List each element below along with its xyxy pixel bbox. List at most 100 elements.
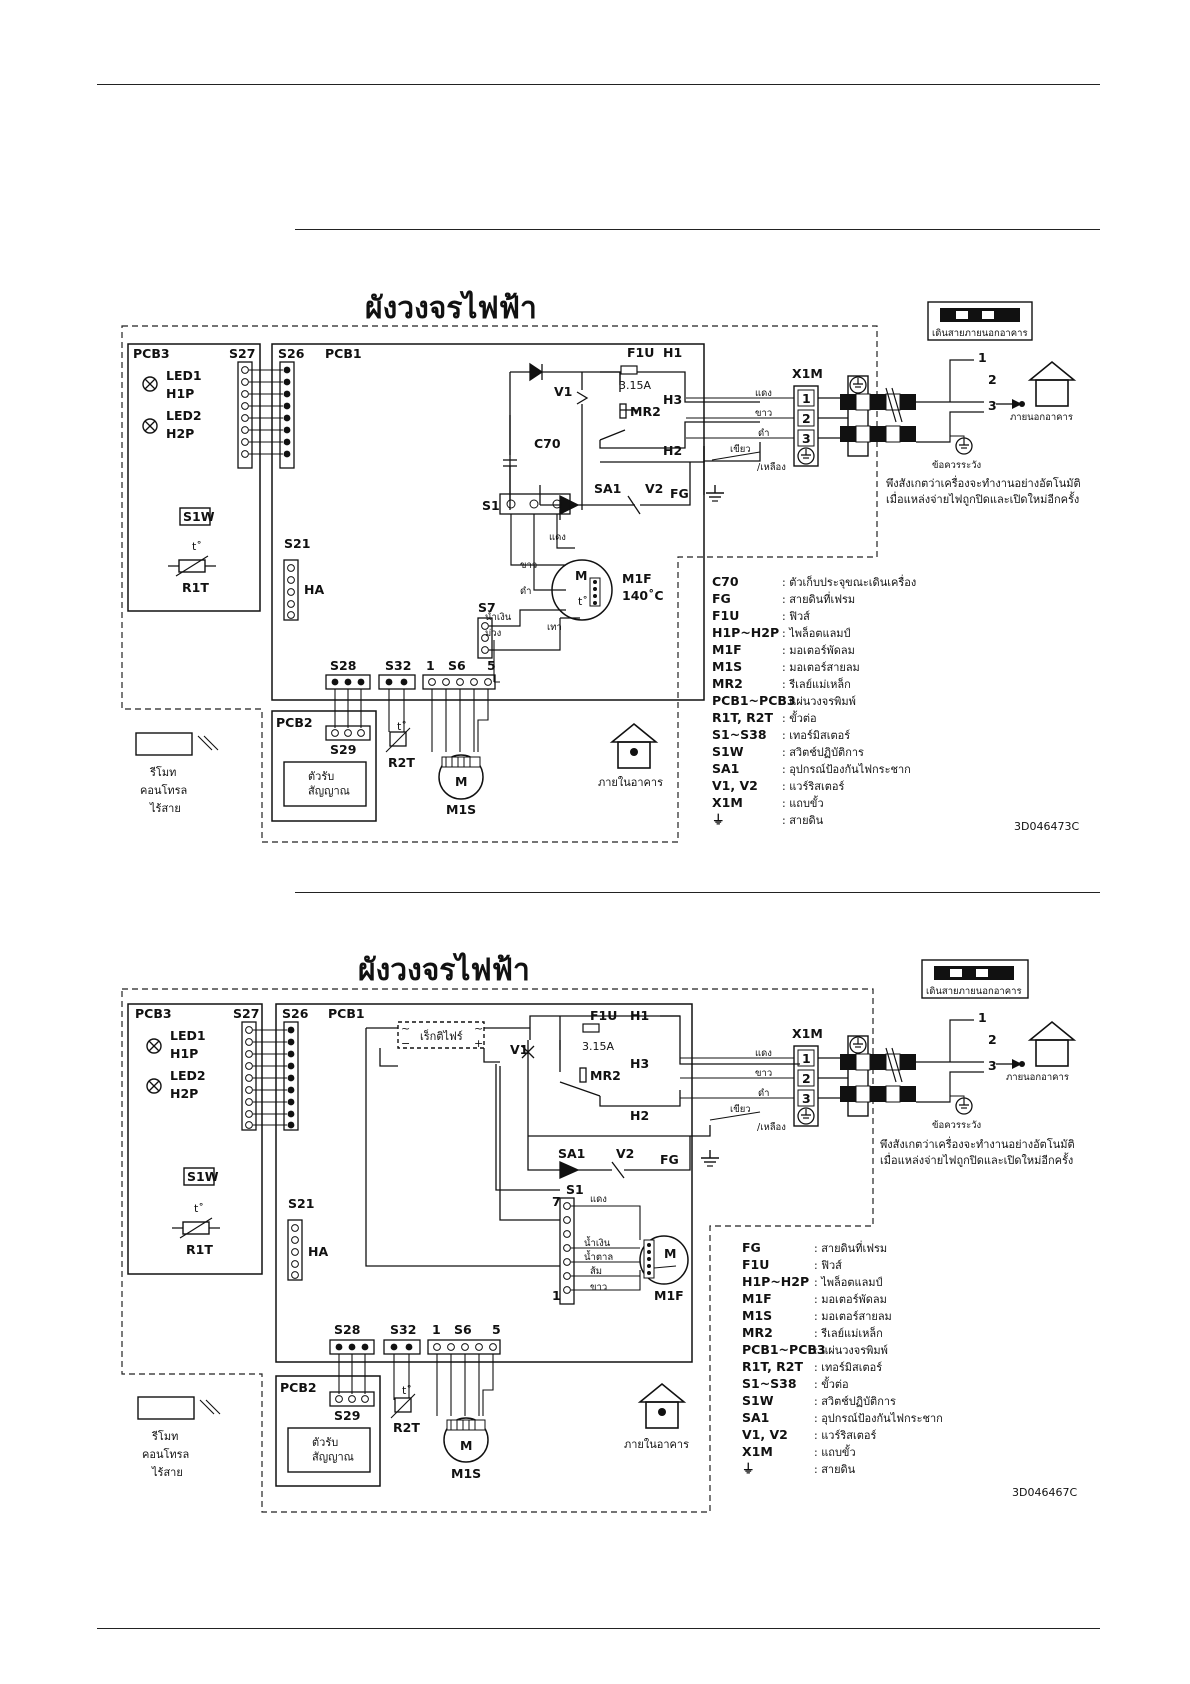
wire-white-label: ขาว xyxy=(520,560,537,571)
r1t-thermistor-icon-2 xyxy=(172,1217,220,1239)
legend-1-code-14: ⏚ xyxy=(712,812,725,827)
s32-label-2: S32 xyxy=(390,1322,416,1337)
x1m-wire-green-2: เขียว xyxy=(730,1103,751,1115)
r2t-label-2: R2T xyxy=(393,1420,420,1435)
r2t-temp-symbol-2: t˚ xyxy=(402,1384,412,1397)
power-circuit-2 xyxy=(365,1015,800,1267)
x1m-terminal-3: 3 xyxy=(802,431,811,446)
s1-label: S1 xyxy=(482,498,500,513)
legend-1-desc-1: : สายดินที่เฟรม xyxy=(782,591,855,606)
s27-label: S27 xyxy=(229,346,255,361)
x1m-wire-green: เขียว xyxy=(730,443,751,455)
led1-lamp-icon xyxy=(142,376,158,392)
v1-label: V1 xyxy=(554,384,572,399)
f1u-rating-2: 3.15A xyxy=(582,1040,614,1053)
legend-2-code-11: V1, V2 xyxy=(742,1427,788,1442)
wire-red-label: แดง xyxy=(549,532,566,543)
pcb1-label: PCB1 xyxy=(325,346,362,361)
caution-label: ข้อควรระวัง xyxy=(932,460,981,471)
legend-2-code-8: S1~S38 xyxy=(742,1376,797,1391)
s32-connector-2 xyxy=(383,1339,421,1400)
power-circuit xyxy=(503,362,761,520)
s1-pin7-label: 7 xyxy=(552,1194,561,1209)
outdoor-terminal-1: 1 xyxy=(978,350,987,365)
x1m-terminal-2: 2 xyxy=(802,411,811,426)
wire-black-label: ดำ xyxy=(520,586,532,597)
s1w-switch xyxy=(179,507,211,526)
r2t-thermistor-icon-2 xyxy=(390,1393,416,1419)
s28-label-2: S28 xyxy=(334,1322,360,1337)
m1f-temp-symbol: t˚ xyxy=(578,595,588,608)
x1m-ground-icon-2 xyxy=(797,1107,815,1125)
caution-label-2: ข้อควรระวัง xyxy=(932,1120,981,1131)
legend-1-code-4: M1F xyxy=(712,642,742,657)
h2-label: H2 xyxy=(663,443,682,458)
c70-label: C70 xyxy=(534,436,561,451)
s21-connector-2 xyxy=(287,1219,303,1281)
legend-2-desc-4: : มอเตอร์สายลม xyxy=(814,1310,892,1323)
h3-label: H3 xyxy=(663,392,682,407)
r1t-temp-symbol: t˚ xyxy=(192,540,202,553)
outdoor-label-2: ภายนอกอาคาร xyxy=(1006,1072,1069,1083)
s7-connector xyxy=(477,609,580,659)
x1m-label: X1M xyxy=(792,366,823,381)
x1m-label-2: X1M xyxy=(792,1026,823,1041)
remote-control-icon xyxy=(135,732,193,756)
f1u-label: F1U xyxy=(627,345,654,360)
legend-2-desc-6: : แผ่นวงจรพิมพ์ xyxy=(814,1344,888,1357)
h1-label: H1 xyxy=(663,345,682,360)
led2-lamp-icon-2 xyxy=(146,1078,162,1094)
outdoor-terminal-3: 3 xyxy=(988,398,997,413)
m1s-motor-symbol-2: M xyxy=(460,1438,472,1453)
pcb2-label-2: PCB2 xyxy=(280,1380,317,1395)
legend-2-code-4: M1S xyxy=(742,1308,772,1323)
legend-2-desc-10: : อุปกรณ์ป้องกันไฟกระชาก xyxy=(814,1412,943,1425)
s7-label: S7 xyxy=(478,600,496,615)
x1m-wire-red: แดง xyxy=(755,388,772,399)
wiring-legend-label: เดินสายภายนอกอาคาร xyxy=(932,328,1028,339)
s26-connector-2 xyxy=(253,1021,299,1131)
s1-label-2: S1 xyxy=(566,1182,584,1197)
remote-label-2-2: คอนโทรล xyxy=(142,1447,189,1461)
legend-2-code-6: PCB1~PCB3 xyxy=(742,1342,826,1357)
legend-2-desc-0: : สายดินที่เฟรม xyxy=(814,1240,887,1255)
section-rule-2 xyxy=(295,892,1100,893)
legend-2-desc-5: : รีเลย์แม่เหล็ก xyxy=(814,1326,883,1340)
h1p-label: H1P xyxy=(166,386,194,401)
outdoor-terminal-3-2: 3 xyxy=(988,1058,997,1073)
x1m-input-wires xyxy=(686,397,794,439)
m1f-motor-symbol: M xyxy=(575,568,587,583)
s28-connector-2 xyxy=(329,1339,375,1394)
m1s-label: M1S xyxy=(446,802,476,817)
rectifier-ac-out: ~ xyxy=(474,1022,483,1035)
legend-2-code-9: S1W xyxy=(742,1393,774,1408)
r2t-thermistor-icon xyxy=(385,727,411,753)
rectifier-minus: − xyxy=(401,1037,410,1050)
outdoor-terminal-1-2: 1 xyxy=(978,1010,987,1025)
receiver-label: ตัวรับสัญญาณ xyxy=(308,770,350,797)
m1f-fan-motor-icon xyxy=(551,559,613,621)
s6-label-2: S6 xyxy=(454,1322,472,1337)
legend-2-desc-3: : มอเตอร์พัดลม xyxy=(814,1293,887,1306)
wire-purple-label: ม่วง xyxy=(485,628,501,639)
legend-1-desc-13: : แถบขั้ว xyxy=(782,795,824,810)
signal-receiver-box xyxy=(283,761,367,807)
s29-connector-2 xyxy=(329,1391,375,1407)
remote-label-1-2: รีโมท xyxy=(151,1429,178,1443)
legend-2-desc-13: : สายดิน xyxy=(814,1463,856,1476)
s28-connector xyxy=(325,674,371,728)
legend-2-code-0: FG xyxy=(742,1240,761,1255)
s26-label: S26 xyxy=(278,346,305,361)
fg-label: FG xyxy=(670,486,689,501)
fg-label-2: FG xyxy=(660,1152,679,1167)
legend-2-desc-8: : ขั้วต่อ xyxy=(814,1376,849,1391)
x1m-wire-white-2: ขาว xyxy=(755,1068,772,1079)
remote-label-1: รีโมท xyxy=(149,765,176,779)
indoor-house-icon-2 xyxy=(639,1383,685,1429)
pcb3-board xyxy=(127,343,261,612)
s21-label: S21 xyxy=(284,536,310,551)
indoor-house-icon xyxy=(611,723,657,769)
legend-1-code-13: X1M xyxy=(712,795,743,810)
legend-1-code-6: MR2 xyxy=(712,676,743,691)
